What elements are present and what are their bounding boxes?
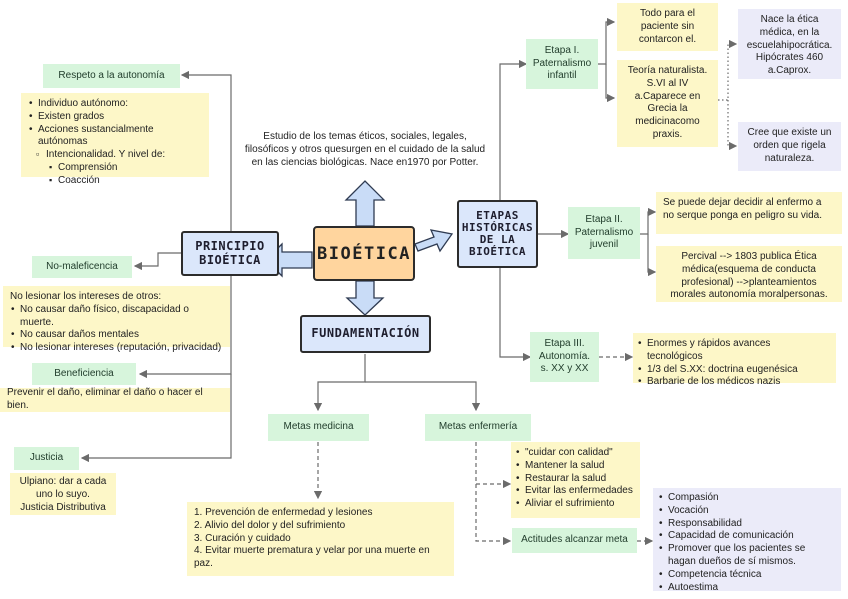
arrow-up (344, 180, 386, 227)
justicia-label: Justicia (14, 447, 79, 470)
etapas-title-line: DE LA (479, 233, 516, 246)
etapa3-item: 1/3 del S.XX: doctrina eugenésica (638, 364, 828, 377)
justicia-line: Justicia Distributiva (20, 501, 106, 513)
etapa2-note2: Percival --> 1803 publica Ética médica(e… (656, 246, 842, 302)
metas-enfermeria-notes: "cuidar con calidad" Mantener la salud R… (511, 442, 640, 518)
no-maleficencia-item: No causar daño físico, discapacidad o mu… (11, 304, 223, 330)
beneficencia-notes: Prevenir el daño, eliminar el daño o hac… (0, 387, 230, 412)
justicia-notes: Ulpiano: dar a cada uno lo suyo. Justici… (10, 473, 116, 515)
etapas-title-line: ETAPAS (476, 208, 519, 222)
connector-metas-medicina (313, 354, 366, 412)
beneficencia-label: Beneficiencia (32, 363, 136, 385)
actitudes-item: Vocación (659, 505, 835, 518)
actitudes-item: Responsabilidad (659, 518, 835, 531)
actitudes-label: Actitudes alcanzar meta (512, 528, 637, 553)
principio-title-line2: BIOÉTICA (199, 252, 261, 267)
metas-enfermeria-item: Aliviar el sufrimiento (516, 498, 634, 511)
metas-enfermeria-item: Mantener la salud (516, 460, 634, 473)
etapas-historicas-node: ETAPAS HISTÓRICAS DE LA BIOÉTICA (457, 200, 538, 268)
bioetica-central-node: BIOÉTICA (313, 226, 415, 281)
etapa3-line: s. XX y XX (540, 363, 589, 375)
metas-enfermeria-item: Evitar las enfermedades (516, 485, 634, 498)
metas-medicina-item: 2. Alivio del dolor y del sufrimiento (194, 519, 346, 531)
connector-justicia (80, 374, 232, 463)
etapa2-label: Etapa II. Paternalismo juvenil (568, 207, 640, 259)
etapa1-line: infantil (547, 70, 577, 82)
no-maleficencia-item: No lesionar intereses (reputación, priva… (11, 342, 223, 355)
connector-etapa1-note1 (598, 17, 616, 65)
etapa3-item: Barbarie de los médicos nazis (638, 376, 828, 389)
autonomia-notes: Individuo autónomo: Existen grados Accio… (21, 93, 209, 186)
connector-etapa1-note2 (605, 64, 616, 103)
principio-bioetica-node: PRINCIPIO BIOÉTICA (181, 231, 279, 276)
principio-title-line1: PRINCIPIO (195, 239, 265, 254)
connector-lav1 (718, 39, 738, 101)
etapa3-line: Etapa III. (544, 337, 585, 349)
actitudes-item: Compasión (659, 492, 835, 505)
metas-enfermeria-item: "cuidar con calidad" (516, 447, 634, 460)
etapa1-line: Etapa I. (544, 44, 580, 56)
etapa1-note1: Todo para el paciente sin contarcon el. (617, 3, 718, 51)
autonomia-item: Existen grados (29, 111, 202, 124)
metas-medicina-item: 3. Curación y cuidado (194, 532, 291, 544)
etapa3-line: Autonomía. (538, 350, 591, 362)
fundamentacion-node: FUNDAMENTACIÓN (300, 315, 431, 353)
metas-enfermeria-label: Metas enfermería (425, 414, 531, 441)
connector-etapa2-note2 (647, 234, 657, 277)
metas-medicina-label: Metas medicina (268, 414, 369, 441)
etapa2-note1: Se puede dejar decidir al enfermo a no s… (656, 192, 842, 234)
arrow-right (414, 229, 454, 253)
metas-enfermeria-item: Restaurar la salud (516, 473, 634, 486)
etapa2-line: juvenil (589, 239, 619, 251)
connector-metas-enfermeria (365, 381, 481, 412)
metas-medicina-item: 4. Evitar muerte prematura y velar por u… (194, 545, 430, 570)
no-maleficencia-notes: No lesionar los intereses de otros: No c… (3, 286, 230, 355)
autonomia-label: Respeto a la autonomía (43, 64, 180, 88)
etapa2-line: Paternalismo (574, 226, 634, 238)
bioetica-description: Estudio de los temas éticos, sociales, l… (244, 131, 486, 168)
etapas-title-line: HISTÓRICAS (461, 220, 534, 234)
connector-etapa3 (499, 268, 532, 362)
etapa1-lav-note2: Cree que existe un orden que rigela natu… (738, 122, 841, 171)
no-maleficencia-label: No-maleficencia (32, 256, 132, 278)
etapa1-lav-note1: Nace la ética médica, en la escuelahipoc… (738, 9, 841, 79)
metas-medicina-notes: 1. Prevención de enfermedad y lesiones 2… (187, 502, 454, 576)
autonomia-item: Individuo autónomo: (29, 98, 202, 111)
etapa3-item: Enormes y rápidos avances tecnológicos (638, 338, 828, 364)
actitudes-notes: Compasión Vocación Responsabilidad Capac… (653, 488, 841, 594)
autonomia-item: Acciones sustancialmente autónomas (29, 124, 202, 150)
justicia-line: uno lo suyo. (36, 488, 90, 500)
etapa1-note2: Teoría naturalista. S.VI al IV a.Caparec… (617, 60, 718, 147)
no-maleficencia-item: No causar daños mentales (11, 329, 223, 342)
arrow-down (345, 280, 385, 316)
connector-autonomia (180, 70, 232, 232)
autonomia-sub-sub-item: Comprensión (49, 162, 202, 175)
justicia-line: Ulpiano: dar a cada (19, 476, 107, 487)
autonomia-sub-item: Intencionalidad. Y nivel de: (36, 149, 202, 162)
no-maleficencia-intro: No lesionar los intereses de otros: (10, 291, 162, 302)
autonomia-sub-sub-item: Coacción (49, 175, 202, 188)
etapa1-line: Paternalismo (532, 57, 592, 69)
etapa2-line: Etapa II. (585, 213, 623, 225)
etapa1-label: Etapa I. Paternalismo infantil (526, 39, 598, 89)
metas-medicina-item: 1. Prevención de enfermedad y lesiones (194, 507, 373, 518)
connector-actitudes (475, 442, 512, 546)
connector-etapa2-note1 (640, 207, 657, 235)
connector-no-maleficencia (133, 252, 182, 271)
etapa3-notes: Enormes y rápidos avances tecnológicos 1… (633, 333, 836, 389)
connector-lav2 (727, 100, 738, 151)
connector-etapa1 (499, 59, 528, 216)
etapas-title-line: BIOÉTICA (469, 245, 526, 259)
actitudes-item: Autoestima (659, 582, 835, 595)
actitudes-item: Competencia técnica (659, 569, 835, 582)
actitudes-item: Capacidad de comunicación (659, 530, 835, 543)
actitudes-item: Promover que los pacientes se hagan dueñ… (659, 543, 835, 569)
etapa3-label: Etapa III. Autonomía. s. XX y XX (530, 332, 599, 382)
